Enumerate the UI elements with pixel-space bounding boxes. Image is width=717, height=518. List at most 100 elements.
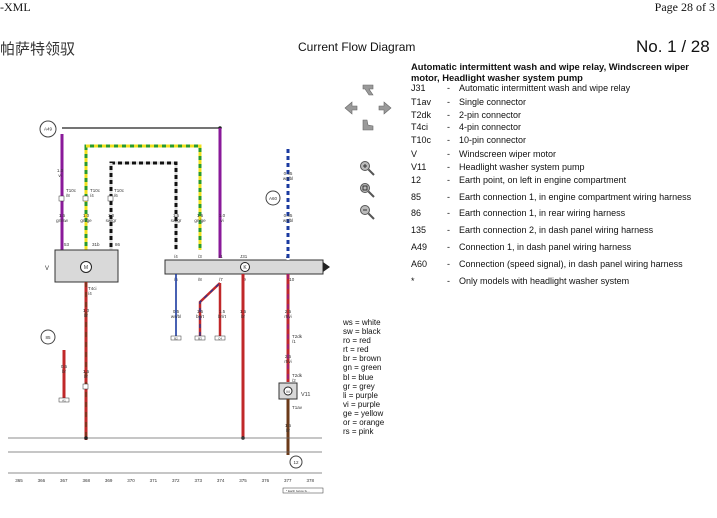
legend-description: Headlight washer system pump	[459, 162, 585, 172]
arrow-right-icon[interactable]	[378, 101, 392, 115]
legend-description: Earth connection 2, in dash panel wiring…	[459, 225, 654, 235]
earth-point-label: 12	[293, 460, 299, 465]
pin-label: T10c/8	[66, 188, 77, 198]
legend-item: *-Only models with headlight washer syst…	[411, 276, 629, 287]
pump-label: V11	[301, 392, 310, 398]
legend-description: Connection 1, in dash panel wiring harne…	[459, 242, 632, 252]
color-key-entry: gr = grey	[343, 381, 375, 391]
ground-ref: C4	[218, 337, 222, 341]
legend-code: *	[411, 276, 415, 286]
legend-dash: -	[447, 162, 450, 172]
pin-label: /4	[174, 254, 178, 259]
zoom-fit-icon[interactable]	[359, 182, 375, 198]
legend-item: V11-Headlight washer system pump	[411, 162, 585, 173]
color-key-entry: ge = yellow	[343, 408, 384, 418]
arrow-up-left-icon[interactable]	[361, 83, 375, 97]
track-number: 377	[284, 478, 292, 483]
legend-dash: -	[447, 192, 450, 202]
color-key-entry: rs = pink	[343, 427, 374, 437]
track-number: 378	[306, 478, 314, 483]
legend-dash: -	[447, 97, 450, 107]
legend-description: Only models with headlight washer system	[459, 276, 630, 286]
legend-dash: -	[447, 149, 450, 159]
color-key-entry: or = orange	[343, 418, 385, 428]
track-number: 369	[105, 478, 113, 483]
legend-item: T1av-Single connector	[411, 97, 526, 108]
color-key-entry: bl = blue	[343, 372, 374, 382]
legend-description: 2-pin connector	[459, 110, 522, 120]
black-white-wire	[109, 161, 178, 250]
legend-item: A60-Connection (speed signal), in dash p…	[411, 259, 683, 270]
track-number: 368	[82, 478, 90, 483]
ground-ref: A1	[62, 399, 66, 403]
zoom-out-icon[interactable]	[359, 204, 375, 220]
pin-label: /3	[198, 254, 202, 259]
legend-item: T10c-10-pin connector	[411, 135, 526, 146]
legend-code: 85	[411, 192, 422, 202]
legend-code: V	[411, 149, 418, 159]
legend-item: T2dk-2-pin connector	[411, 110, 521, 121]
legend-dash: -	[447, 135, 450, 145]
legend-dash: -	[447, 122, 450, 132]
legend-item: 86-Earth connection 1, in rear wiring ha…	[411, 208, 625, 219]
track-number: 376	[262, 478, 270, 483]
legend-dash: -	[447, 242, 450, 252]
color-key-entry: br = brown	[343, 354, 382, 364]
legend-description: 4-pin connector	[459, 122, 522, 132]
legend-item: V -Windscreen wiper motor	[411, 149, 556, 160]
color-key-entry: ro = red	[343, 336, 371, 346]
diagram-number: No. 1 / 28	[636, 37, 710, 56]
legend-code: 135	[411, 225, 427, 235]
earth-point-12	[289, 455, 303, 469]
color-key-entry: li = purple	[343, 390, 378, 400]
legend-code: T2dk	[411, 110, 432, 120]
color-key-entry: ws = white	[343, 318, 381, 327]
legend-heading: Automatic intermittent wash and wipe rel…	[411, 61, 689, 83]
track-number: 366	[38, 478, 46, 483]
pin-label: 31b	[92, 242, 100, 247]
legend-dash: -	[447, 208, 450, 218]
arrow-down-icon[interactable]	[361, 118, 375, 132]
track-number: 374	[217, 478, 225, 483]
motor-symbol	[80, 261, 92, 273]
pin-label: T2dk/1	[292, 334, 303, 344]
arrow-left-icon[interactable]	[344, 101, 358, 115]
legend-item: 12-Earth point, on left in engine compar…	[411, 175, 626, 186]
legend-description: Windscreen wiper motor	[459, 149, 557, 159]
legend-item: 135-Earth connection 2, in dash panel wi…	[411, 225, 653, 236]
legend-code: A49	[411, 242, 428, 252]
pin-label: T4ci/4	[88, 286, 97, 296]
relay-label: J31	[240, 254, 248, 259]
pin-label: /1	[219, 254, 223, 259]
zoom-in-icon[interactable]	[359, 160, 375, 176]
track-number: 372	[172, 478, 180, 483]
pin-label: /7	[219, 277, 223, 282]
legend-dash: -	[447, 175, 450, 185]
node-a60-label: A60	[269, 196, 278, 201]
track-number: 370	[127, 478, 135, 483]
vehicle-name: 帕萨特领驭	[0, 40, 76, 58]
color-key-entry: vi = purple	[343, 399, 381, 409]
legend-code: T10c	[411, 135, 432, 145]
legend-description: Automatic intermittent wash and wipe rel…	[459, 83, 631, 93]
legend-dash: -	[447, 259, 450, 269]
wiper-motor-label: V	[45, 266, 49, 272]
pin-label: T10c/6	[114, 188, 125, 198]
legend-item: A49 -Connection 1, in dash panel wiring h…	[411, 242, 631, 253]
